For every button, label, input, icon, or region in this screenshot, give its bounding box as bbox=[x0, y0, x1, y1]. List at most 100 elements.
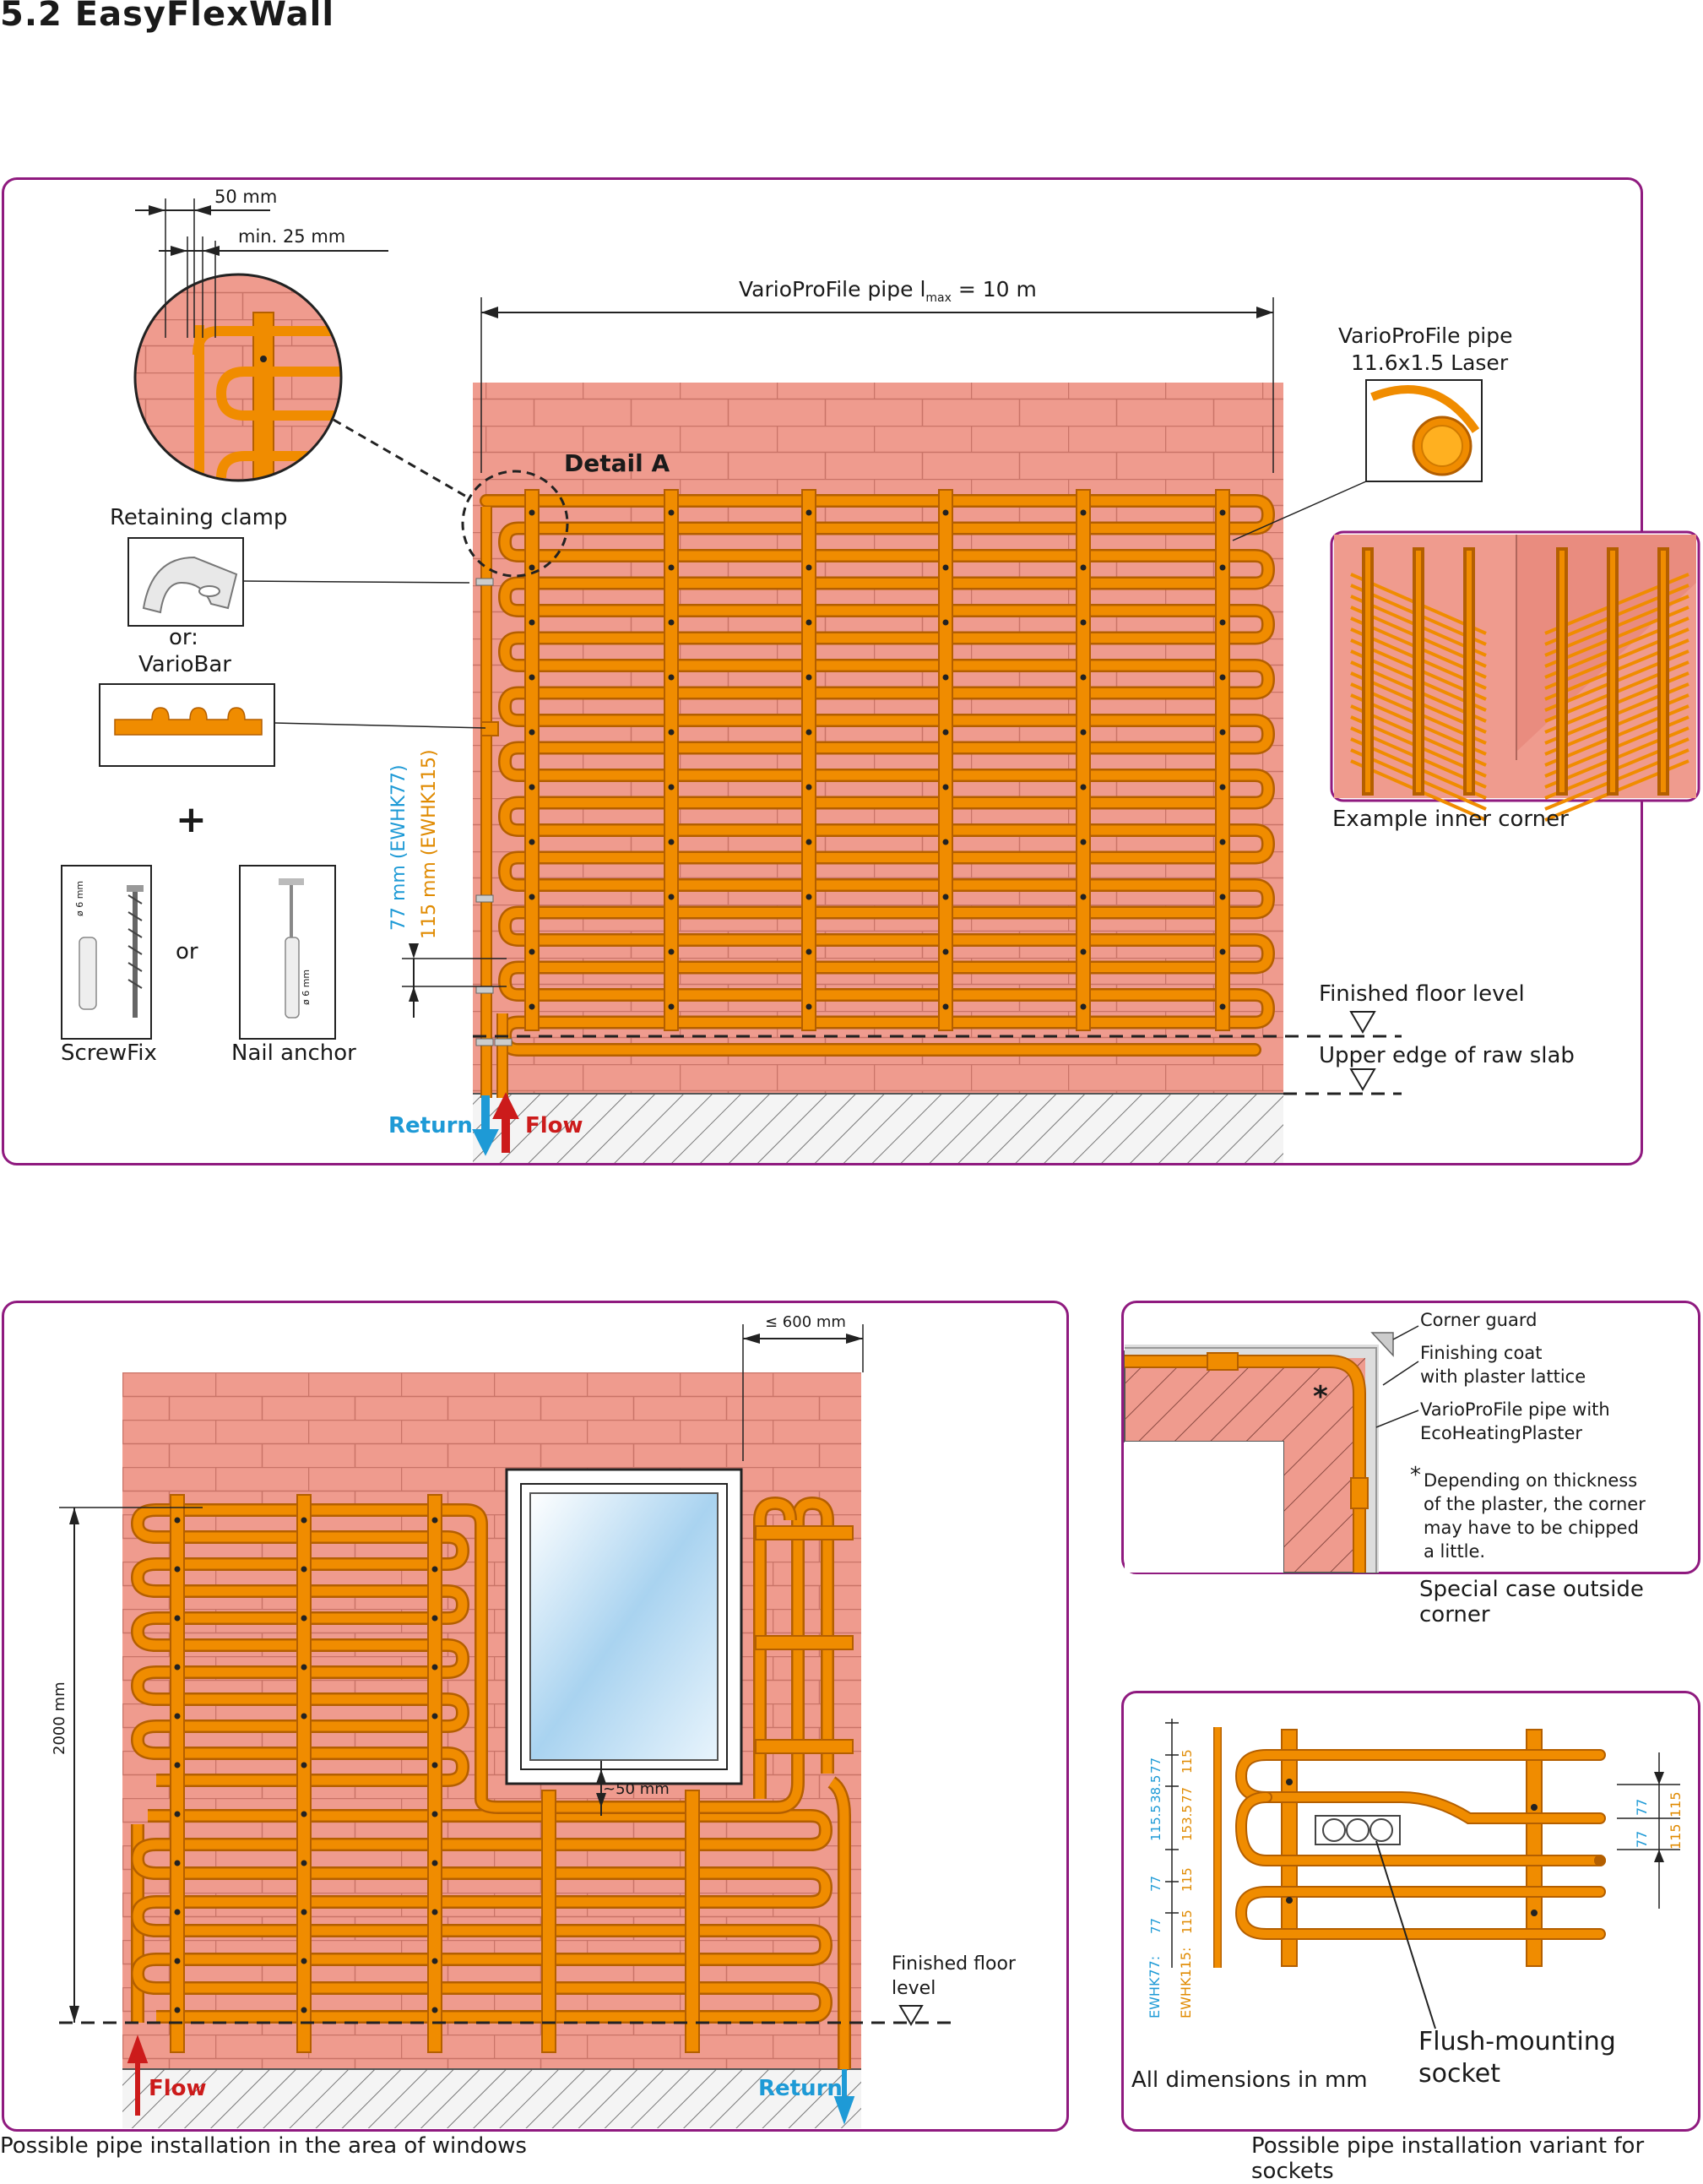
ewhk115-label: EWHK115: bbox=[1178, 1947, 1194, 2018]
window-horizontal-bar bbox=[755, 1525, 854, 1540]
rail-screw bbox=[431, 2007, 438, 2013]
window-variobar-lower bbox=[541, 1790, 556, 2053]
rail-screw bbox=[529, 948, 535, 955]
corner-rail bbox=[1413, 547, 1424, 796]
rail-screw bbox=[301, 1713, 307, 1719]
rail-screw bbox=[942, 509, 949, 516]
flow-label-2: Flow bbox=[149, 2076, 207, 2101]
rail-screw bbox=[942, 674, 949, 681]
outside-corner-asterisk: * bbox=[1313, 1380, 1328, 1414]
variobar-rail bbox=[938, 489, 953, 1031]
corner-guard-label: Corner guard bbox=[1420, 1310, 1538, 1330]
rail-screw bbox=[805, 729, 812, 736]
page-title: 5.2 EasyFlexWall bbox=[0, 0, 335, 34]
variobar-label: VarioBar bbox=[138, 652, 231, 677]
note-line-3: may have to be chipped bbox=[1424, 1518, 1639, 1538]
dim-min-25mm: min. 25 mm bbox=[238, 226, 346, 247]
note-line-4: a little. bbox=[1424, 1541, 1486, 1562]
rail-screw bbox=[1219, 619, 1226, 626]
dim-115-value: 77 bbox=[1180, 1786, 1195, 1803]
window-horizontal-bar bbox=[755, 1739, 854, 1754]
rail-screw bbox=[174, 1958, 181, 1964]
pipe-plaster-label-2: EcoHeatingPlaster bbox=[1420, 1423, 1583, 1443]
finishing-coat-label-1: Finishing coat bbox=[1420, 1343, 1543, 1363]
rail-screw bbox=[805, 509, 812, 516]
return-label: Return bbox=[388, 1113, 473, 1138]
main-wall-diagram bbox=[61, 198, 1700, 1163]
dim-2000mm: 2000 mm bbox=[51, 1681, 68, 1755]
window-pipe bbox=[133, 1811, 831, 2022]
corner-rail bbox=[1463, 547, 1475, 796]
dim-77-value: 77 bbox=[1148, 1757, 1163, 1774]
rail-screw bbox=[431, 1615, 438, 1622]
socket-label-2: socket bbox=[1418, 2059, 1501, 2089]
rail-screw bbox=[301, 1860, 307, 1866]
rail-screw bbox=[1080, 839, 1087, 845]
screwfix-label: ScrewFix bbox=[61, 1040, 157, 1066]
dim-77-value: 38.5 bbox=[1148, 1774, 1163, 1803]
outside-corner-diagram bbox=[1124, 1325, 1419, 1573]
rail-screw bbox=[529, 729, 535, 736]
ewhk77-label: EWHK77: bbox=[1147, 1955, 1163, 2018]
rail-screw bbox=[529, 1003, 535, 1010]
rail-screw bbox=[1080, 674, 1087, 681]
finished-floor-label-2b: level bbox=[892, 1978, 936, 1999]
screwfix-diameter: ø 6 mm bbox=[74, 880, 85, 916]
rail-screw bbox=[529, 564, 535, 571]
or-small-label: or bbox=[176, 939, 198, 964]
window-pipe bbox=[755, 1498, 795, 1799]
flow-label: Flow bbox=[525, 1113, 583, 1138]
window-caption: Possible pipe installation in the area o… bbox=[0, 2133, 527, 2159]
rail-screw bbox=[529, 839, 535, 845]
rail-screw bbox=[805, 619, 812, 626]
right-dim-77-b: 77 bbox=[1634, 1830, 1650, 1848]
dim-115-value: 153.5 bbox=[1180, 1805, 1195, 1841]
rail-screw bbox=[431, 1713, 438, 1719]
rail-screw bbox=[301, 1517, 307, 1524]
rail-screw bbox=[431, 1860, 438, 1866]
note-asterisk: * bbox=[1410, 1463, 1421, 1488]
rail-screw bbox=[668, 619, 675, 626]
socket-diagram bbox=[1165, 1719, 1680, 2029]
corner-rail bbox=[1556, 547, 1568, 796]
dim-115-value: 115 bbox=[1180, 1910, 1195, 1934]
rail-screw bbox=[529, 894, 535, 900]
rail-screw bbox=[942, 894, 949, 900]
note-line-2: of the plaster, the corner bbox=[1424, 1494, 1646, 1514]
window-pipe bbox=[476, 1498, 833, 1812]
rail-screw bbox=[431, 1517, 438, 1524]
rail-screw bbox=[301, 1566, 307, 1573]
corner-rail bbox=[1362, 547, 1374, 796]
window-variobar bbox=[427, 1494, 442, 2053]
plus-sign: + bbox=[176, 798, 207, 841]
right-dim-115-a: 115 bbox=[1668, 1791, 1684, 1817]
rail-screw bbox=[301, 1615, 307, 1622]
rail-screw bbox=[431, 1664, 438, 1671]
rail-screw bbox=[1219, 674, 1226, 681]
window-horizontal-bar bbox=[755, 1635, 854, 1650]
variobar-rail bbox=[801, 489, 816, 1031]
pipe-plaster-label-1: VarioProFile pipe with bbox=[1420, 1399, 1610, 1420]
rail-screw bbox=[174, 1517, 181, 1524]
rail-screw bbox=[301, 2007, 307, 2013]
rail-screw bbox=[529, 784, 535, 790]
rail-screw bbox=[174, 1909, 181, 1915]
rail-screw bbox=[942, 564, 949, 571]
rail-screw bbox=[942, 784, 949, 790]
rail-screw bbox=[805, 948, 812, 955]
main-heating-pipe bbox=[481, 496, 1273, 1055]
or-label: or: bbox=[169, 625, 198, 650]
rail-screw bbox=[1080, 564, 1087, 571]
rail-screw bbox=[1219, 784, 1226, 790]
dim-50mm: 50 mm bbox=[214, 187, 278, 207]
rail-screw bbox=[668, 674, 675, 681]
rail-screw bbox=[1219, 1003, 1226, 1010]
rail-screw bbox=[174, 1615, 181, 1622]
rail-screw bbox=[431, 1811, 438, 1817]
pipe-type-label-1: VarioProFile pipe bbox=[1338, 323, 1513, 348]
rail-screw bbox=[301, 1958, 307, 1964]
rail-screw bbox=[668, 564, 675, 571]
socket-caption: Possible pipe installation variant for s… bbox=[1251, 2133, 1645, 2184]
